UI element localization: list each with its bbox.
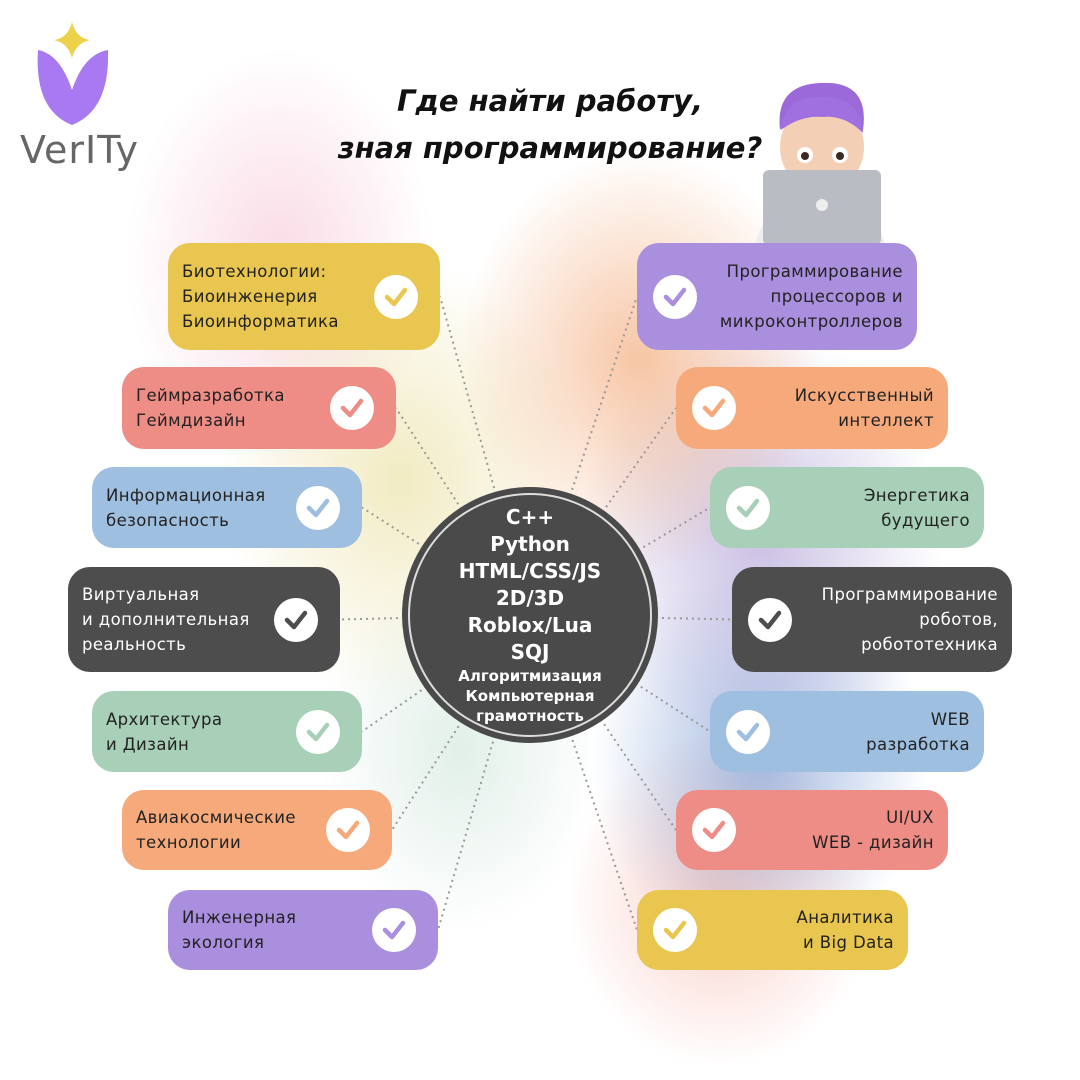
connector-line [529, 506, 711, 616]
check-icon [372, 908, 416, 952]
check-icon [653, 274, 697, 319]
title-line: зная программирование? [337, 131, 763, 165]
skill-item: 2D/3D [495, 586, 565, 610]
check-icon [692, 386, 736, 430]
check-icon [726, 485, 770, 530]
logo-text: VerITy [20, 128, 140, 172]
logo-tulip-icon [37, 22, 109, 125]
skill-item: HTML/CSS/JS [458, 559, 602, 583]
skill-item: Python [490, 532, 570, 556]
title-line: Где найти работу, [396, 84, 704, 118]
check-icon [330, 386, 374, 430]
check-icon [296, 709, 340, 754]
check-icon [692, 808, 736, 852]
connector-line [529, 614, 733, 621]
check-icon [374, 274, 418, 319]
skill-item: Roblox/Lua [467, 613, 593, 637]
skill-item: Алгоритмизация [458, 667, 602, 685]
check-icon [274, 597, 318, 642]
page-title: Где найти работу, зная программирование? [290, 78, 810, 172]
skill-item: Компьютерная [465, 687, 595, 705]
check-icon [653, 908, 697, 952]
check-icon [726, 709, 770, 754]
skill-item: SQJ [510, 640, 550, 664]
check-icon [326, 808, 370, 852]
avatar-illustration [755, 82, 885, 245]
skill-item: C++ [505, 505, 555, 529]
check-icon [296, 485, 340, 530]
skill-item: грамотность [476, 707, 584, 725]
connector-line [395, 407, 531, 616]
check-icon [748, 597, 792, 642]
